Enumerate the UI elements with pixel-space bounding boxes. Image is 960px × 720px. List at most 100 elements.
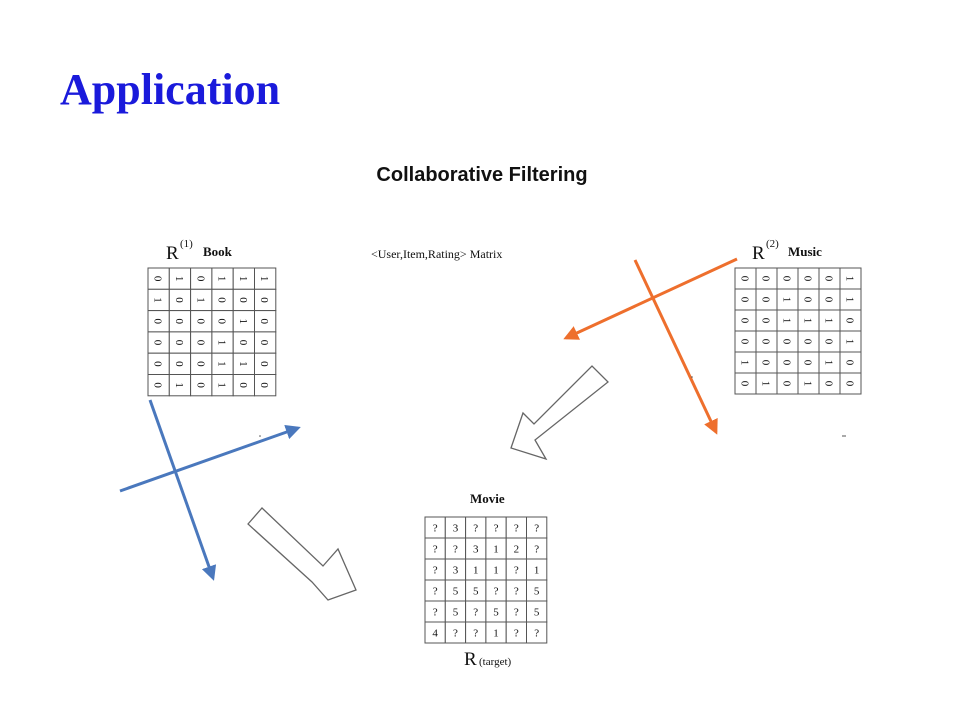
book-cell-value: 1 [216, 382, 228, 388]
music-cell-value: 0 [739, 381, 751, 387]
music-cell-value: 0 [760, 276, 772, 282]
book-cell-value: 0 [237, 340, 249, 346]
movie-cell-value: 1 [493, 628, 499, 640]
movie-cell-value: ? [473, 628, 478, 640]
book-cell-value: 1 [258, 276, 270, 282]
music-cell-value: 0 [802, 297, 814, 303]
music-cell-value: 0 [823, 381, 835, 387]
book-cell-value: 1 [237, 361, 249, 367]
book-cell-value: 0 [194, 382, 206, 388]
book-cell-value: 0 [152, 382, 164, 388]
movie-cell-value: ? [433, 523, 438, 535]
book-cell-value: 0 [152, 340, 164, 346]
movie-cell-value: 1 [493, 565, 499, 577]
music-cell-value: 0 [802, 276, 814, 282]
book-cell-value: 0 [258, 319, 270, 325]
music-cell-value: 1 [844, 276, 856, 282]
movie-cell-value: 5 [453, 607, 459, 619]
movie-cell-value: ? [473, 523, 478, 535]
movie-subscript: (target) [479, 656, 512, 668]
music-cell-value: 0 [844, 318, 856, 324]
music-cell-value: 1 [802, 381, 814, 387]
book-cell-value: 0 [173, 319, 185, 325]
movie-cell-value: ? [534, 544, 539, 556]
movie-cell-value: ? [514, 523, 519, 535]
movie-cell-value: ? [514, 628, 519, 640]
music-cell-value: 0 [781, 381, 793, 387]
book-cell-value: 1 [216, 340, 228, 346]
movie-label: Movie [470, 491, 505, 506]
movie-cell-value: 5 [453, 586, 459, 598]
music-cell-value: 0 [760, 339, 772, 345]
movie-r-symbol: R [464, 649, 477, 670]
movie-cell-value: ? [534, 523, 539, 535]
book-cell-value: 1 [194, 297, 206, 303]
movie-cell-value: ? [433, 586, 438, 598]
movie-cell-value: ? [494, 586, 499, 598]
speck [691, 376, 693, 378]
speck [259, 435, 261, 437]
movie-cell-value: 4 [432, 628, 438, 640]
music-cell-value: 0 [844, 381, 856, 387]
book-cell-value: 1 [237, 276, 249, 282]
book-cell-value: 0 [194, 319, 206, 325]
book-cell-value: 0 [173, 340, 185, 346]
book-cell-value: 1 [152, 297, 164, 303]
music-cell-value: 1 [781, 318, 793, 324]
movie-cell-value: 3 [453, 523, 459, 535]
book-cell-value: 1 [173, 382, 185, 388]
book-cell-value: 0 [216, 297, 228, 303]
music-cell-value: 1 [844, 339, 856, 345]
music-cell [839, 372, 862, 395]
movie-cell-value: 1 [493, 544, 499, 556]
book-cell-value: 0 [152, 276, 164, 282]
music-cell-value: 1 [844, 297, 856, 303]
movie-cell [526, 621, 548, 644]
music-cell-value: 1 [781, 297, 793, 303]
movie-cell-value: ? [453, 544, 458, 556]
music-cell-value: 0 [823, 297, 835, 303]
music-cell-value: 0 [760, 297, 772, 303]
movie-cell-value: 2 [514, 544, 520, 556]
music-cell-value: 0 [844, 360, 856, 366]
book-r-symbol: R [166, 243, 179, 264]
music-cell-value: 1 [823, 360, 835, 366]
movie-cell-value: 5 [534, 586, 540, 598]
movie-cell-value: ? [433, 544, 438, 556]
book-cell-value: 1 [173, 276, 185, 282]
music-cell-value: 1 [802, 318, 814, 324]
movie-cell-value: 1 [534, 565, 540, 577]
music-cell-value: 0 [739, 297, 751, 303]
music-cell-value: 1 [739, 360, 751, 366]
music-cell-value: 0 [760, 360, 772, 366]
blue-arrow-right [119, 424, 301, 493]
music-cell-value: 0 [823, 339, 835, 345]
music-cell-value: 0 [739, 339, 751, 345]
music-cell-value: 0 [802, 339, 814, 345]
hollow-arrow-from-book [247, 507, 357, 601]
blue-arrow-down [148, 399, 217, 581]
movie-cell-value: ? [514, 565, 519, 577]
music-superscript: (2) [766, 238, 779, 250]
movie-cell-value: ? [453, 628, 458, 640]
book-cell-value: 0 [152, 319, 164, 325]
book-cell [254, 374, 277, 397]
orange-arrow-down [633, 259, 718, 435]
movie-cell-value: ? [514, 607, 519, 619]
book-cell-value: 0 [194, 361, 206, 367]
movie-cell-value: ? [494, 523, 499, 535]
music-label: Music [788, 244, 822, 259]
music-cell-value: 0 [781, 276, 793, 282]
music-r-symbol: R [752, 243, 765, 264]
book-superscript: (1) [180, 238, 193, 250]
book-cell-value: 0 [173, 297, 185, 303]
music-cell-value: 0 [739, 318, 751, 324]
music-cell-value: 0 [781, 339, 793, 345]
center-label: <User,Item,Rating> Matrix [371, 247, 502, 261]
book-cell-value: 0 [258, 382, 270, 388]
book-cell-value: 0 [173, 361, 185, 367]
movie-cell-value: 5 [534, 607, 540, 619]
